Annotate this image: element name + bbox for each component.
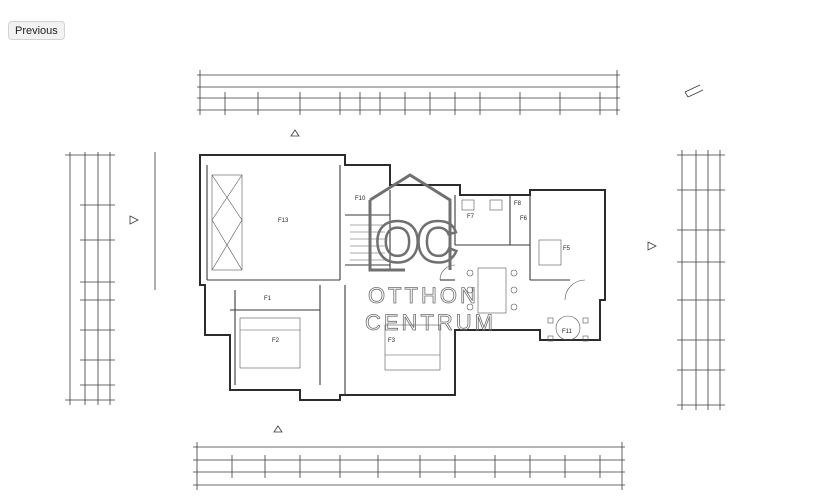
section-markers [129, 84, 704, 433]
watermark-text-line1: OTTHON [368, 283, 479, 308]
otthon-centrum-logo: OC [368, 173, 462, 276]
room-label-f11: F11 [562, 329, 573, 335]
room-details [211, 174, 589, 371]
watermark-text-line2: CENTRUM [365, 310, 496, 335]
svg-text:OC: OC [375, 210, 457, 275]
dimension-lines-bottom [193, 442, 625, 490]
room-label-f8: F8 [514, 201, 522, 207]
room-label-f10: F10 [355, 196, 366, 202]
previous-button[interactable]: Previous [8, 21, 65, 40]
room-labels: F13 F1 F2 F3 F5 F6 F7 F8 F10 F11 [264, 196, 573, 344]
room-label-f5: F5 [563, 246, 571, 252]
room-label-f2: F2 [272, 338, 280, 344]
dimension-lines-top [197, 70, 620, 115]
dimension-lines-right [677, 150, 725, 410]
room-label-f1: F1 [264, 296, 272, 302]
interior-walls [206, 165, 570, 395]
room-label-f3: F3 [388, 338, 396, 344]
room-label-f6: F6 [520, 216, 528, 222]
room-label-f13: F13 [278, 218, 289, 224]
dimension-lines-left [65, 152, 156, 405]
exterior-walls [199, 154, 606, 401]
room-label-f7: F7 [467, 214, 475, 220]
